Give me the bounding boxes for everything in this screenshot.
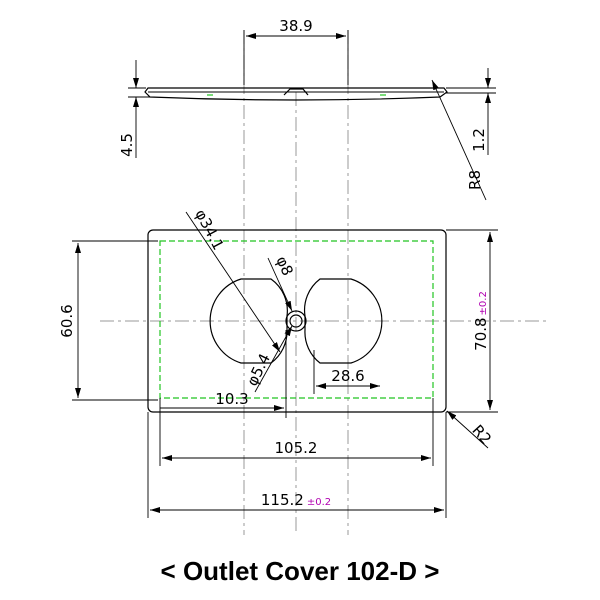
dim-offset-label: 10.3 <box>215 390 248 408</box>
dim-outer-width: 115.2±0.2 <box>147 412 447 518</box>
dim-outer-height-label: 70.8 <box>472 317 490 350</box>
dim-edge-thickness-label: 1.2 <box>470 128 488 152</box>
dim-inner-width: 105.2 <box>159 398 434 466</box>
screw-head <box>289 314 303 328</box>
screw-hole <box>285 310 307 332</box>
dim-edge-thickness: 1.2 <box>446 68 496 155</box>
dim-corner-radius-label: R2 <box>468 421 495 448</box>
dim-thickness: 4.5 <box>118 60 150 158</box>
dim-outer-height-tol: ±0.2 <box>478 291 489 315</box>
right-outlet-opening <box>303 278 383 364</box>
dim-thickness-label: 4.5 <box>118 133 136 157</box>
dim-inner-width-label: 105.2 <box>275 439 318 457</box>
dim-outer-width-text: 115.2±0.2 <box>261 491 331 509</box>
dim-inner-height-label: 60.6 <box>58 304 76 337</box>
dim-offset: 10.3 <box>160 330 287 418</box>
dim-top-width-label: 38.9 <box>279 17 312 35</box>
dim-screw-head-label: φ5.4 <box>243 351 274 389</box>
drawing-title: < Outlet Cover 102-D > <box>161 556 440 586</box>
dim-outer-height: 70.8 ±0.2 <box>446 229 498 413</box>
dim-corner-radius: R2 <box>446 410 495 449</box>
dim-outer-height-text: 70.8 ±0.2 <box>472 291 490 351</box>
dim-outer-width-tol: ±0.2 <box>307 497 331 508</box>
dim-screw-hole: φ8 <box>267 253 297 312</box>
dim-screw-head: φ5.4 <box>243 325 293 393</box>
dim-top-width: 38.9 <box>243 17 349 85</box>
dim-edge-radius: R8 <box>431 79 487 201</box>
dim-opening-width-label: 28.6 <box>331 367 364 385</box>
dim-edge-radius-label: R8 <box>466 170 484 190</box>
dim-inner-height: 60.6 <box>58 240 158 401</box>
dim-outer-width-label: 115.2 <box>261 491 304 509</box>
dim-opening-width: 28.6 <box>313 350 380 394</box>
centerlines <box>100 30 548 535</box>
